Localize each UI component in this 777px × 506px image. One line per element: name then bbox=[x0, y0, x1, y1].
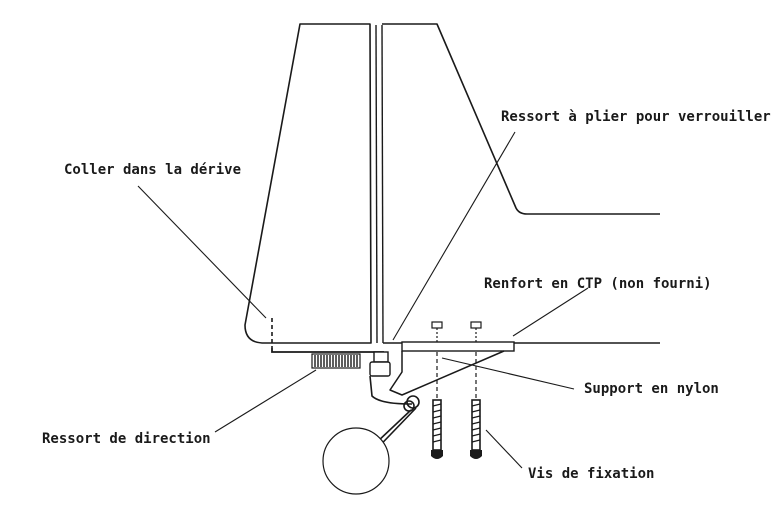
leader-vis bbox=[485, 429, 523, 469]
label-vis-fixation: Vis de fixation bbox=[528, 466, 654, 482]
leader-lines bbox=[137, 131, 589, 469]
label-support-nylon: Support en nylon bbox=[584, 381, 719, 397]
hinge-line-left bbox=[375, 24, 378, 344]
label-ressort-a-plier: Ressort à plier pour verrouiller bbox=[501, 109, 771, 125]
leader-renfort bbox=[512, 287, 589, 337]
label-renfort-ctp: Renfort en CTP (non fourni) bbox=[484, 276, 712, 292]
leader-support bbox=[441, 357, 575, 390]
rudder-panel bbox=[244, 23, 372, 344]
leader-ressort-plier bbox=[392, 131, 516, 341]
tailwheel-pivot bbox=[369, 351, 413, 405]
steering-spring bbox=[311, 353, 361, 369]
screw-heads-top bbox=[431, 321, 482, 342]
tail-wheel bbox=[322, 427, 390, 495]
leader-ressort-direction bbox=[214, 369, 317, 433]
fin-panel bbox=[382, 23, 660, 215]
hinge-line-right bbox=[381, 24, 384, 344]
label-ressort-direction: Ressort de direction bbox=[42, 431, 211, 447]
leader-coller bbox=[137, 185, 267, 319]
fixing-screw-right bbox=[470, 399, 482, 459]
label-coller-dans-la-derive: Coller dans la dérive bbox=[64, 162, 241, 178]
fixing-screw-left bbox=[431, 399, 443, 459]
nylon-support-arm bbox=[389, 350, 505, 396]
torque-rod-arm bbox=[271, 348, 384, 353]
nylon-support-plate bbox=[401, 341, 515, 352]
